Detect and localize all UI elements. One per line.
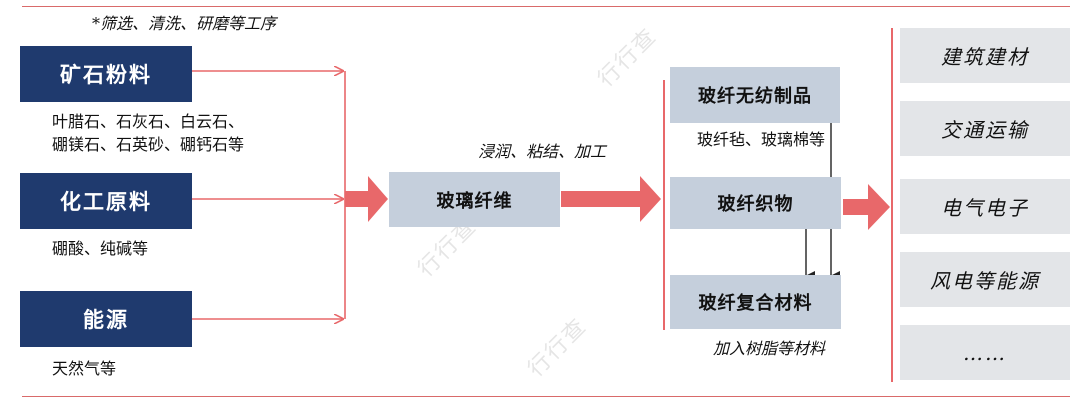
product-composite: 玻纤复合材料 [670,275,841,329]
raw-material-energy: 能源 [20,291,192,347]
application-transport: 交通运输 [900,101,1070,156]
application-electrical: 电气电子 [900,179,1070,234]
product-fabric: 玻纤织物 [670,177,841,229]
glass-fiber-box: 玻璃纤维 [389,172,560,227]
product-nonwoven-note: 玻纤毡、玻璃棉等 [697,130,826,149]
arrow-to-glass-fiber [345,176,388,222]
raw-material-chemicals-desc: 硼酸、纯碱等 [52,239,149,258]
application-construction: 建筑建材 [900,28,1070,83]
arrow-to-products [561,176,661,222]
application-wind-energy: 风电等能源 [900,252,1070,307]
product-nonwoven: 玻纤无纺制品 [670,67,840,123]
process-note: *筛选、清洗、研磨等工序 [92,14,277,33]
process-label: 浸润、粘结、加工 [478,142,607,161]
top-rule [22,6,1070,7]
bottom-rule [22,396,1070,397]
raw-material-ore-desc: 叶腊石、石灰石、白云石、 硼镁石、石英砂、硼钙石等 [52,110,244,156]
raw-material-chemicals: 化工原料 [20,173,192,229]
application-more: …… [900,325,1070,380]
product-composite-note: 加入树脂等材料 [713,339,826,358]
raw-material-energy-desc: 天然气等 [52,359,117,378]
raw-material-ore-powder: 矿石粉料 [20,46,192,102]
raw-connectors [192,71,346,319]
arrow-to-applications [843,184,890,230]
ore-desc-text: 叶腊石、石灰石、白云石、 硼镁石、石英砂、硼钙石等 [52,112,245,155]
